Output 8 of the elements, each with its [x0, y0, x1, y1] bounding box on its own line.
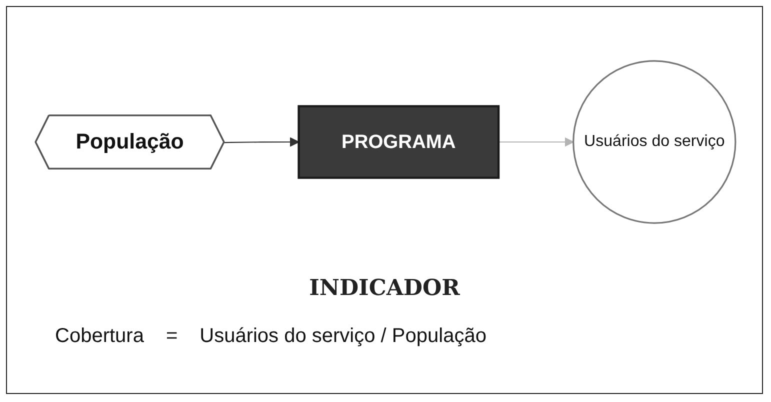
node-circle: Usuários do serviço	[572, 60, 736, 224]
formula-text: Cobertura	[55, 325, 144, 348]
indicator-heading: INDICADOR	[309, 275, 460, 301]
formula-text: =	[166, 325, 178, 348]
node-box: PROGRAMA	[298, 105, 500, 179]
formula-text: Usuários do serviço / População	[200, 325, 486, 348]
arrow	[498, 137, 574, 147]
arrow	[224, 137, 300, 147]
